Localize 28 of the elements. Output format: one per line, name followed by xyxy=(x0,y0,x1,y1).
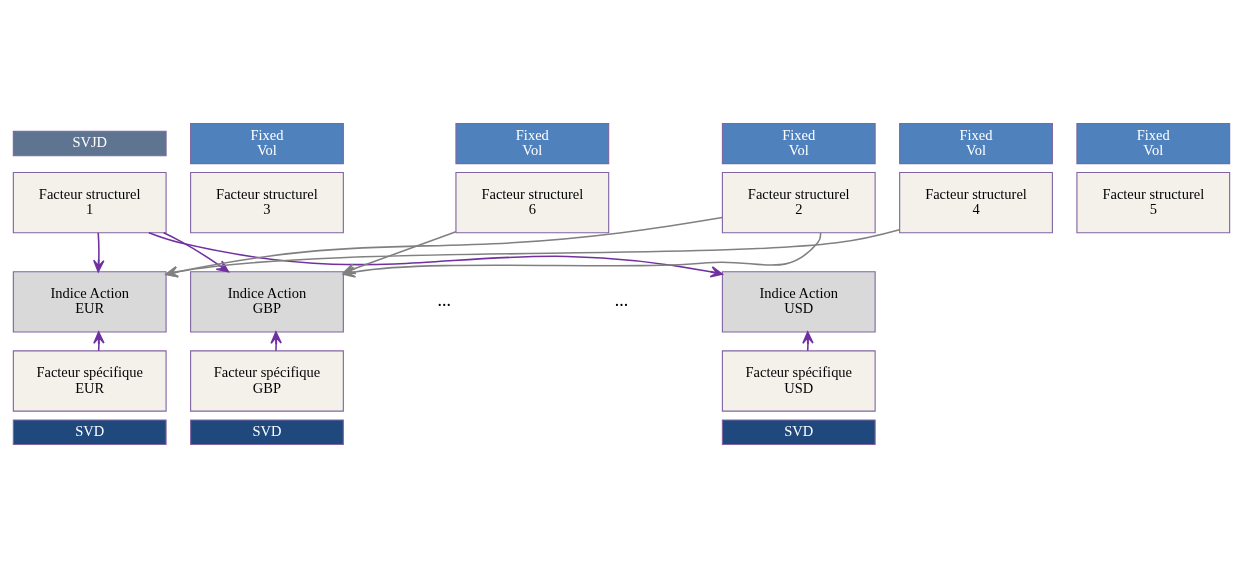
node-box: Facteur structurel 3 xyxy=(190,171,344,234)
node-box: Facteur structurel 5 xyxy=(1076,171,1231,234)
arrow xyxy=(342,230,457,275)
node-box: Indice Action GBP xyxy=(190,271,344,333)
node-box: SVJD xyxy=(12,130,167,157)
node-box: Facteur structurel 6 xyxy=(455,171,610,234)
arrow xyxy=(93,331,105,352)
node-box: Facteur structurel 1 xyxy=(12,171,167,234)
node-box: Fixed Vol xyxy=(721,122,876,165)
node-box: Fixed Vol xyxy=(455,122,610,165)
arrow xyxy=(802,331,814,352)
arrow xyxy=(270,331,282,352)
node-box: Fixed Vol xyxy=(899,122,1053,165)
node-box: SVD xyxy=(721,419,876,446)
node-box: Facteur spécifique EUR xyxy=(12,350,167,412)
node-box: Facteur structurel 2 xyxy=(721,171,876,234)
arrow xyxy=(93,232,105,273)
label: ... xyxy=(437,290,451,311)
node-box: Facteur spécifique USD xyxy=(721,350,876,412)
node-box: Indice Action EUR xyxy=(12,271,167,333)
node-box: Fixed Vol xyxy=(190,122,344,165)
node-box: Fixed Vol xyxy=(1076,122,1231,165)
node-box: Indice Action USD xyxy=(721,271,876,333)
node-box: Facteur structurel 4 xyxy=(899,171,1053,234)
label: ... xyxy=(614,290,629,311)
node-box: Facteur spécifique GBP xyxy=(190,350,344,412)
node-box: SVD xyxy=(190,419,344,446)
node-box: SVD xyxy=(12,419,167,446)
